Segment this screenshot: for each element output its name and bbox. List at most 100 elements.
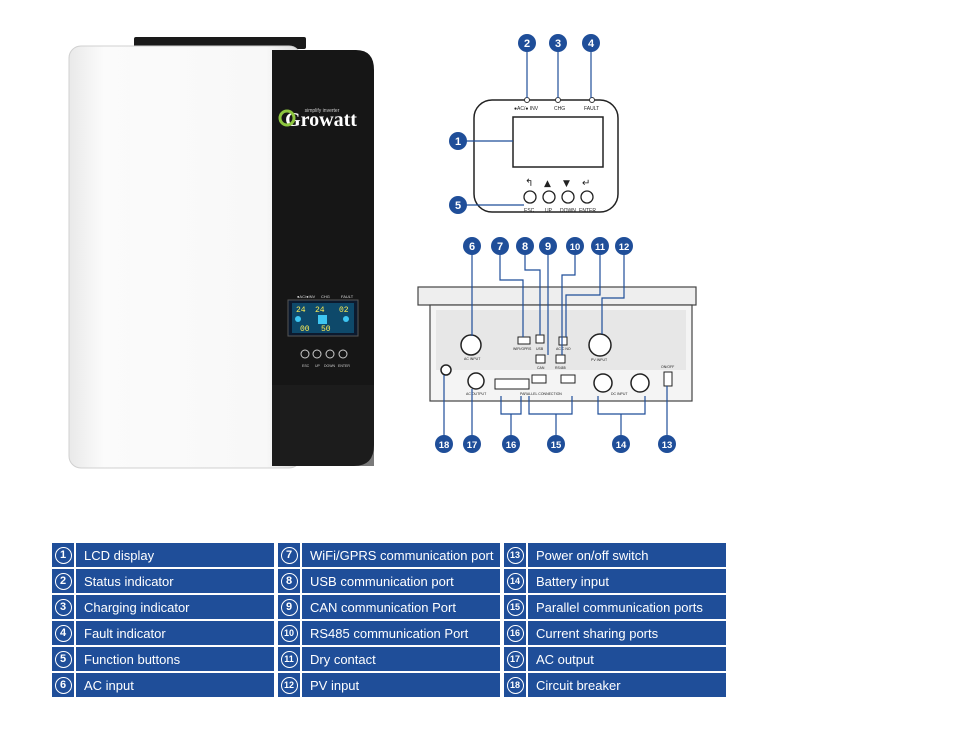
current-sharing-ports	[494, 378, 530, 390]
svg-text:15: 15	[551, 440, 562, 451]
svg-text:6: 6	[469, 241, 475, 253]
panel-lcd	[512, 116, 604, 168]
panel-button-label: DOWN	[560, 208, 576, 214]
battery-port-b	[630, 373, 650, 393]
wifi-port	[517, 336, 531, 345]
enter-arrow-icon: ↵	[582, 178, 590, 189]
legend-number: 15	[506, 598, 524, 616]
callout-13: 13	[658, 435, 676, 453]
callout-7: 7	[491, 237, 509, 255]
callout-9: 9	[539, 237, 557, 255]
lcd-readout: 24	[315, 306, 325, 315]
svg-text:4: 4	[588, 38, 595, 50]
svg-text:14: 14	[616, 440, 627, 451]
panel-up-button[interactable]	[542, 190, 556, 204]
legend-label: PV input	[310, 677, 360, 693]
callout-14: 14	[612, 435, 630, 453]
callout-6: 6	[463, 237, 481, 255]
brand-tagline: simplify inverter	[305, 108, 340, 114]
legend-label: Dry contact	[310, 651, 376, 667]
device-button-label: ESC	[302, 364, 310, 368]
legend-label: AC input	[84, 677, 134, 693]
svg-text:10: 10	[570, 242, 581, 253]
brand-logo: Growatt	[285, 109, 357, 131]
callout-18: 18	[435, 435, 453, 453]
legend-label: USB communication port	[310, 573, 454, 589]
down-arrow-icon: ▼	[563, 179, 570, 189]
panel-enter-button[interactable]	[580, 190, 594, 204]
port-label: WIFI/GPRS	[513, 347, 532, 351]
port-label: RS485	[555, 366, 566, 370]
legend-row: 12 PV input	[278, 673, 500, 697]
legend-number: 14	[506, 572, 524, 590]
lcd-readout: 24	[296, 306, 306, 315]
device-button-label: DOWN	[324, 364, 336, 368]
circuit-breaker	[440, 364, 452, 376]
port-label: PARALLEL CONNECTION	[520, 392, 562, 396]
device-indicator-label: FAULT	[341, 294, 354, 299]
svg-text:13: 13	[662, 440, 673, 451]
legend-label: Power on/off switch	[536, 547, 649, 563]
svg-text:3: 3	[555, 38, 561, 50]
legend-number: 7	[280, 546, 298, 564]
svg-text:5: 5	[455, 200, 461, 212]
lcd-readout: 02	[339, 306, 349, 315]
device-down-button[interactable]	[325, 349, 335, 359]
can-port	[535, 354, 546, 364]
bottom-panel-lip	[417, 286, 697, 306]
legend-label: CAN communication Port	[310, 599, 456, 615]
legend-number: 11	[280, 650, 298, 668]
parallel-port-a	[531, 374, 547, 384]
callout-15: 15	[547, 435, 565, 453]
svg-text:17: 17	[467, 440, 478, 451]
panel-down-button[interactable]	[561, 190, 575, 204]
legend-number: 16	[506, 624, 524, 642]
up-arrow-icon: ▲	[544, 179, 551, 189]
svg-text:2: 2	[524, 38, 530, 50]
dry-contact-port	[558, 336, 568, 346]
callout-5: 5	[449, 196, 467, 214]
panel-button-label: ENTER	[579, 208, 596, 214]
svg-text:7: 7	[497, 241, 503, 253]
device-enter-button[interactable]	[338, 349, 348, 359]
port-label: AC INPUT	[464, 357, 481, 361]
panel-esc-button[interactable]	[523, 190, 537, 204]
legend-number: 17	[506, 650, 524, 668]
svg-text:8: 8	[522, 241, 528, 253]
svg-text:11: 11	[595, 242, 606, 253]
legend-number: 8	[280, 572, 298, 590]
svg-text:9: 9	[545, 241, 551, 253]
pv-input-port	[588, 333, 612, 357]
device-up-button[interactable]	[312, 349, 322, 359]
panel-button-label: UP	[545, 208, 553, 214]
legend-row: 11 Dry contact	[278, 647, 500, 671]
port-label: USB	[536, 347, 544, 351]
legend-number: 18	[506, 676, 524, 694]
legend-number: 12	[280, 676, 298, 694]
lcd-readout: 00	[300, 325, 310, 334]
lcd-readout: 50	[321, 325, 331, 334]
callout-16: 16	[502, 435, 520, 453]
usb-port	[535, 334, 545, 344]
legend-label: Charging indicator	[84, 599, 190, 615]
device-buttons: ESC UP DOWN ENTER	[300, 349, 350, 368]
power-switch	[663, 371, 673, 387]
legend-number: 1	[54, 546, 72, 564]
callout-4: 4	[582, 34, 600, 52]
legend-number: 3	[54, 598, 72, 616]
port-label: CAN	[537, 366, 545, 370]
callout-10: 10	[566, 237, 584, 255]
device-esc-button[interactable]	[300, 349, 310, 359]
device-indicator-label: ●AC/●INV	[297, 294, 316, 299]
callout-2: 2	[518, 34, 536, 52]
lcd-battery-icon	[318, 315, 327, 324]
